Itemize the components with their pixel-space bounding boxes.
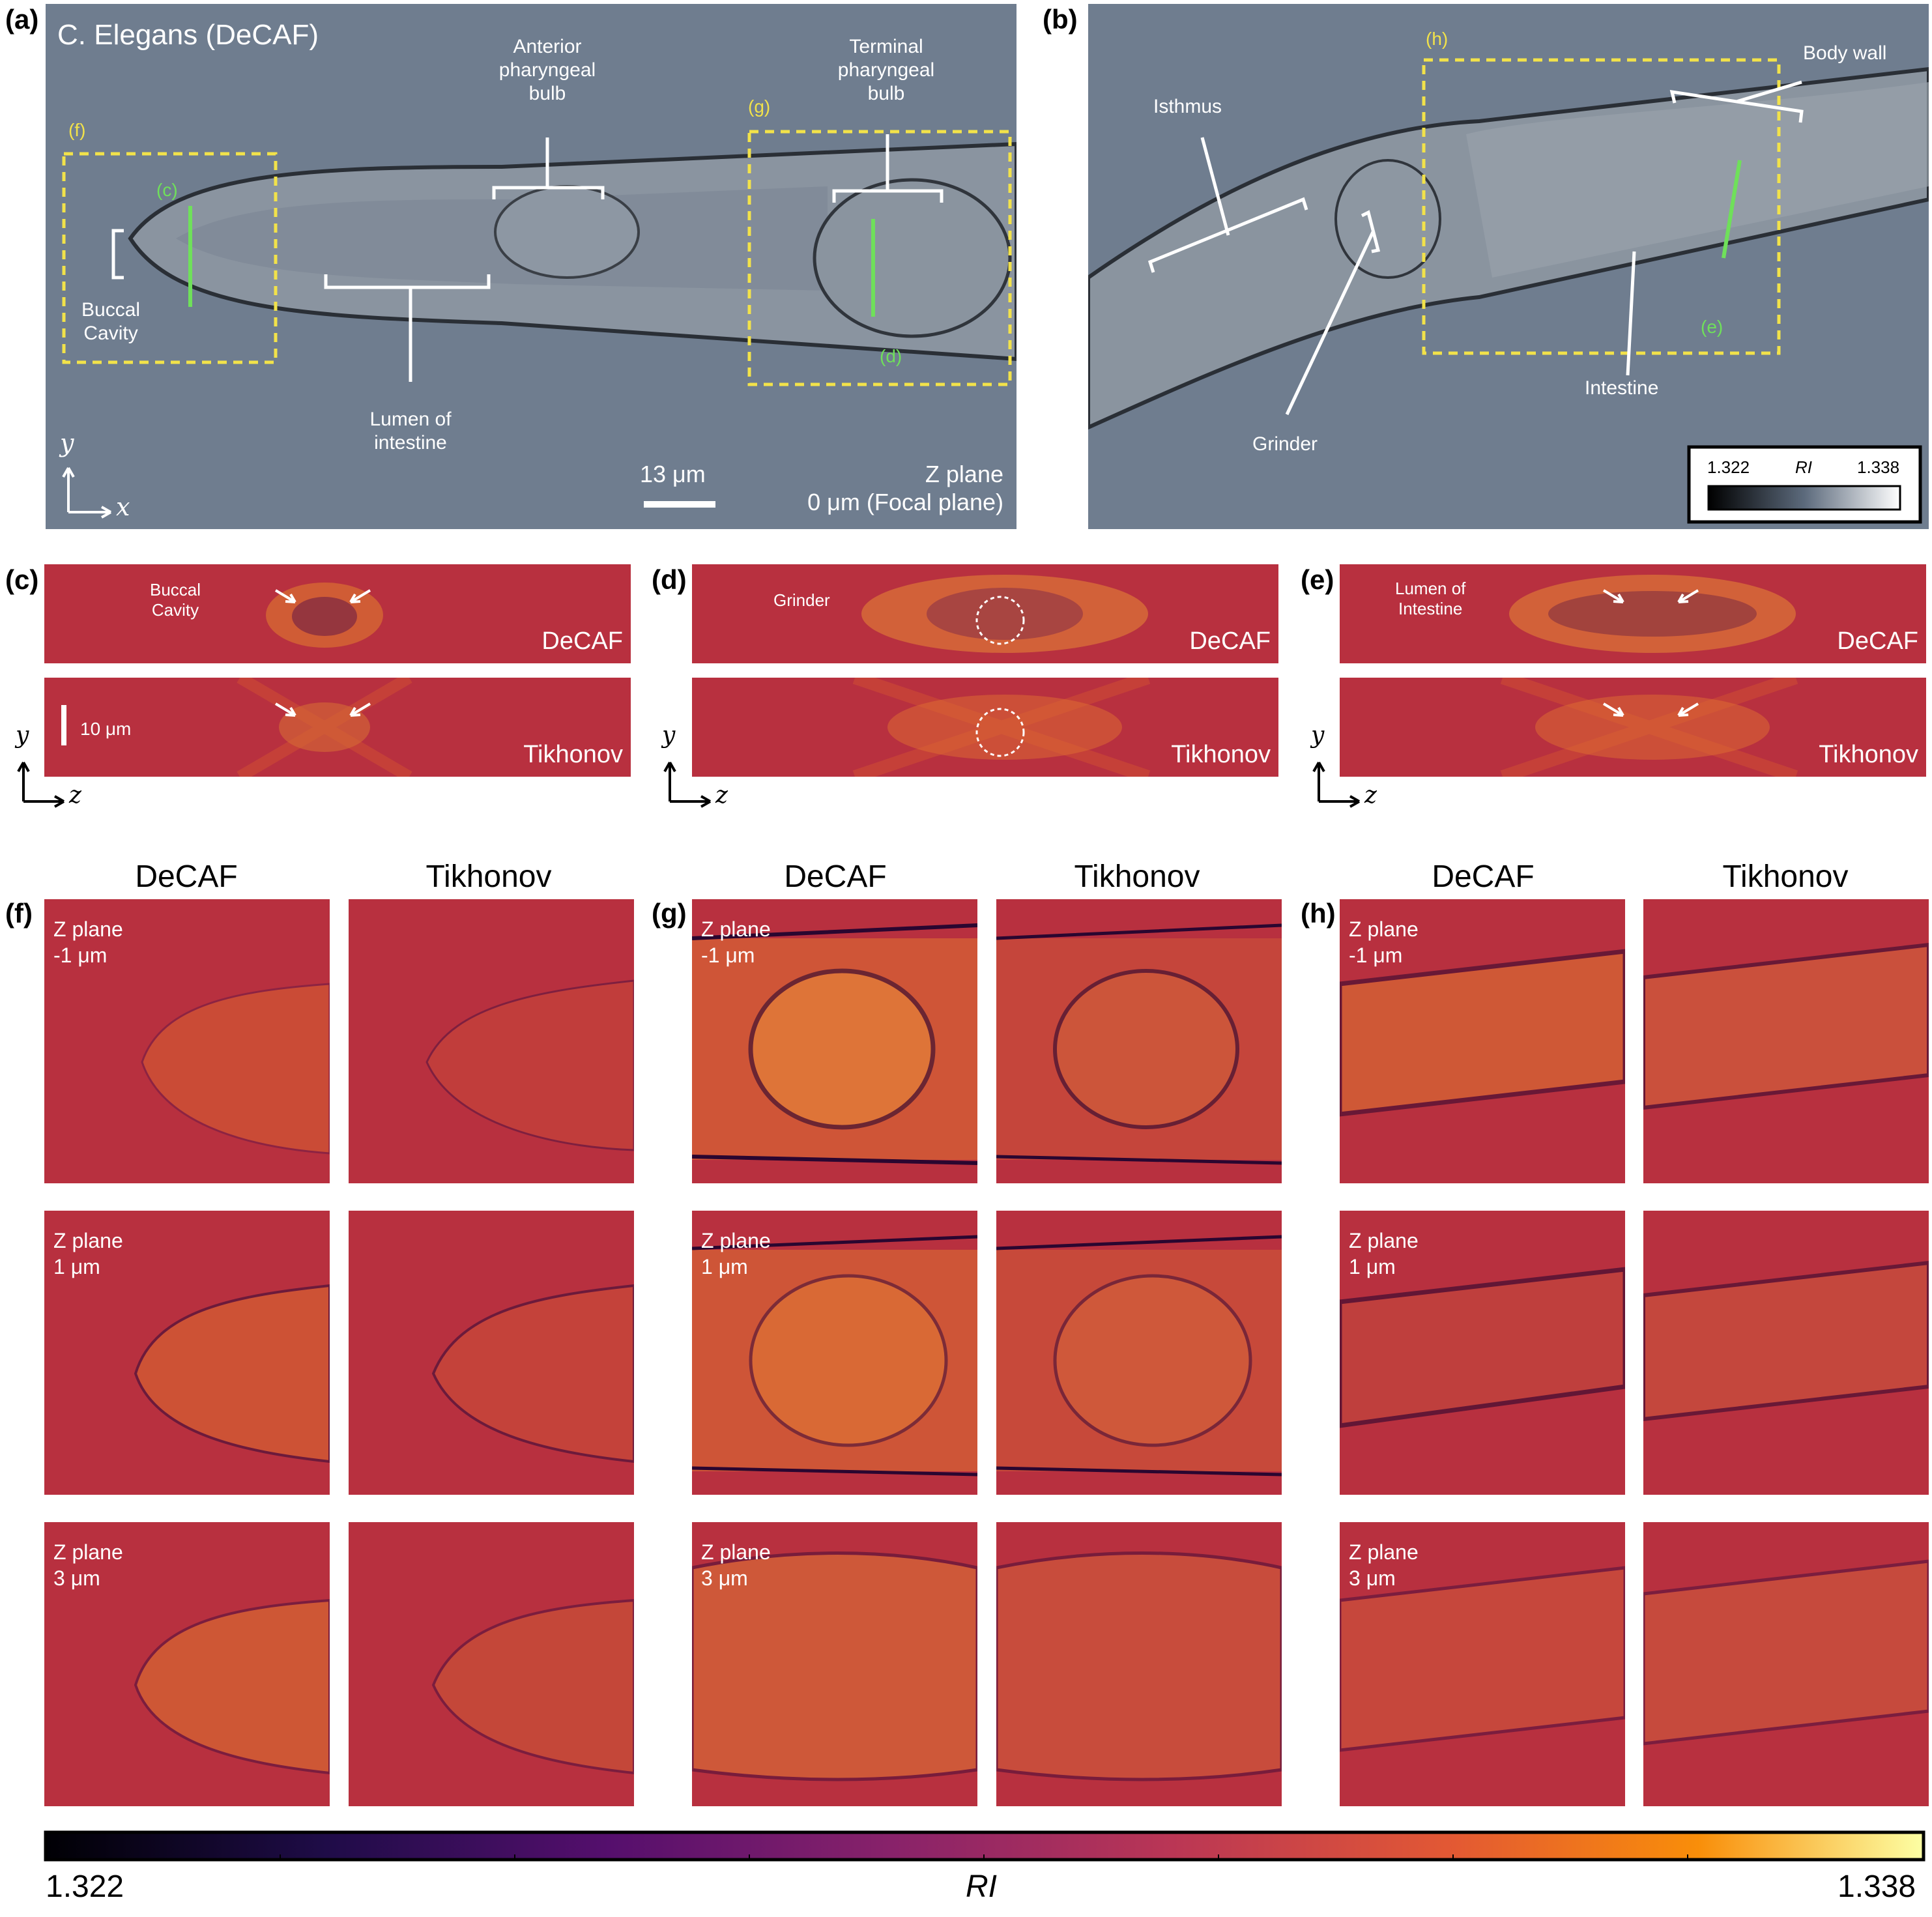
line-label-d: (d) bbox=[880, 346, 902, 366]
panel-h-decaf-z1: Z plane -1 μm bbox=[1340, 899, 1625, 1183]
label-grinder: Grinder bbox=[1252, 433, 1318, 455]
panel-e-axis-z: z bbox=[1364, 782, 1377, 809]
panel-f-decaf-z2: Z plane 1 μm bbox=[44, 1211, 330, 1495]
panel-g-decaf-z1: Z plane -1 μm bbox=[692, 899, 977, 1183]
panel-g-col2-title: Tikhonov bbox=[1074, 859, 1200, 894]
colorbar-max-label: 1.338 bbox=[1838, 1869, 1916, 1904]
panel-c-bottom-method: Tikhonov bbox=[523, 741, 623, 768]
panel-f-col2-title: Tikhonov bbox=[425, 859, 552, 894]
panel-a-scalebar-label: 13 μm bbox=[640, 461, 706, 487]
panel-d-axis-z: z bbox=[715, 782, 728, 809]
panel-h-zplane-3: Z plane 3 μm bbox=[1349, 1540, 1419, 1590]
panel-g-label: (g) bbox=[652, 898, 687, 929]
label-body-wall: Body wall bbox=[1803, 42, 1887, 64]
panel-b-colorbar-label: RI bbox=[1795, 457, 1812, 477]
label-buccal-cavity: Buccal Cavity bbox=[81, 299, 141, 344]
panel-a-image: C. Elegans (DeCAF) (f) (g) (c) (d) Bucca… bbox=[46, 4, 1016, 529]
panel-h-tikhonov-z3 bbox=[1643, 1522, 1929, 1806]
panel-g-decaf-z3: Z plane 3 μm bbox=[692, 1522, 977, 1806]
colorbar-ri-label: RI bbox=[966, 1869, 997, 1904]
box-label-h: (h) bbox=[1426, 29, 1449, 49]
panel-h-zplane-2: Z plane 1 μm bbox=[1349, 1229, 1419, 1278]
panel-d-tikhonov: Tikhonov bbox=[692, 678, 1278, 777]
panel-d-axis-y: y bbox=[662, 722, 676, 749]
panel-c-tikhonov: 10 μm Tikhonov bbox=[44, 678, 631, 777]
bottom-colorbar bbox=[44, 1830, 1925, 1862]
panel-d-annotation: Grinder bbox=[773, 590, 830, 610]
panel-g-zplane-3: Z plane 3 μm bbox=[701, 1540, 771, 1590]
panel-g-zplane-1: Z plane -1 μm bbox=[701, 917, 771, 967]
panel-h-label: (h) bbox=[1301, 898, 1336, 929]
line-label-c: (c) bbox=[156, 180, 178, 200]
panel-f-label: (f) bbox=[5, 898, 33, 929]
panel-g-tikhonov-z1 bbox=[996, 899, 1282, 1183]
panel-h-decaf-z3: Z plane 3 μm bbox=[1340, 1522, 1625, 1806]
panel-f-decaf-z3: Z plane 3 μm bbox=[44, 1522, 330, 1806]
panel-e-axis-y: y bbox=[1311, 722, 1325, 749]
panel-f-zplane-1: Z plane -1 μm bbox=[53, 917, 123, 967]
panel-d-decaf: Grinder DeCAF bbox=[692, 564, 1278, 663]
panel-c-axis-y: y bbox=[16, 722, 29, 749]
panel-e-top-method: DeCAF bbox=[1837, 627, 1918, 655]
panel-f-zplane-3: Z plane 3 μm bbox=[53, 1540, 123, 1590]
panel-b-label: (b) bbox=[1043, 4, 1078, 35]
panel-e-tikhonov: Tikhonov bbox=[1340, 678, 1926, 777]
panel-e-label: (e) bbox=[1301, 564, 1334, 595]
panel-g-tikhonov-z3 bbox=[996, 1522, 1282, 1806]
panel-d-label: (d) bbox=[652, 564, 687, 595]
panel-g-zplane-2: Z plane 1 μm bbox=[701, 1229, 771, 1278]
panel-h-zplane-1: Z plane -1 μm bbox=[1349, 917, 1419, 967]
panel-h-col1-title: DeCAF bbox=[1432, 859, 1535, 894]
panel-h-tikhonov-z1 bbox=[1643, 899, 1929, 1183]
panel-g-col1-title: DeCAF bbox=[784, 859, 887, 894]
panel-c-scalebar-label: 10 μm bbox=[80, 719, 132, 739]
label-anterior-bulb: Anterior pharyngeal bulb bbox=[498, 36, 596, 104]
panel-f-zplane-2: Z plane 1 μm bbox=[53, 1229, 123, 1278]
panel-f-decaf-z1: Z plane -1 μm bbox=[44, 899, 330, 1183]
panel-a-label: (a) bbox=[5, 4, 39, 35]
panel-e-decaf: Lumen of Intestine DeCAF bbox=[1340, 564, 1926, 663]
panel-c-label: (c) bbox=[5, 564, 39, 595]
panel-f-col1-title: DeCAF bbox=[135, 859, 238, 894]
panel-b-image: (h) (e) Isthmus Body wall Grinder Intest… bbox=[1088, 4, 1929, 529]
panel-a-title: C. Elegans (DeCAF) bbox=[57, 19, 319, 51]
line-label-e: (e) bbox=[1701, 317, 1723, 337]
panel-c-decaf: Buccal Cavity DeCAF bbox=[44, 564, 631, 663]
panel-d-top-method: DeCAF bbox=[1189, 627, 1271, 655]
axis-y-label: y bbox=[60, 429, 74, 457]
box-label-g: (g) bbox=[748, 96, 771, 117]
label-lumen: Lumen of intestine bbox=[369, 409, 452, 454]
panel-d-bottom-method: Tikhonov bbox=[1171, 741, 1271, 768]
panel-h-tikhonov-z2 bbox=[1643, 1211, 1929, 1495]
panel-b-colorbar-max: 1.338 bbox=[1857, 457, 1900, 477]
label-isthmus: Isthmus bbox=[1153, 96, 1222, 117]
panel-c-axis-z: z bbox=[69, 782, 81, 809]
box-label-f: (f) bbox=[68, 120, 86, 140]
panel-f-tikhonov-z1 bbox=[349, 899, 634, 1183]
label-terminal-bulb: Terminal pharyngeal bulb bbox=[837, 36, 935, 104]
axis-x-label: x bbox=[116, 493, 130, 521]
panel-e-annotation: Lumen of Intestine bbox=[1395, 579, 1466, 619]
panel-g-decaf-z2: Z plane 1 μm bbox=[692, 1211, 977, 1495]
panel-f-tikhonov-z2 bbox=[349, 1211, 634, 1495]
panel-h-decaf-z2: Z plane 1 μm bbox=[1340, 1211, 1625, 1495]
label-intestine: Intestine bbox=[1585, 377, 1659, 399]
panel-g-tikhonov-z2 bbox=[996, 1211, 1282, 1495]
panel-e-bottom-method: Tikhonov bbox=[1819, 741, 1918, 768]
panel-b-colorbar-min: 1.322 bbox=[1707, 457, 1750, 477]
panel-c-top-method: DeCAF bbox=[541, 627, 623, 655]
panel-h-col2-title: Tikhonov bbox=[1722, 859, 1849, 894]
colorbar-min-label: 1.322 bbox=[46, 1869, 124, 1904]
panel-f-tikhonov-z3 bbox=[349, 1522, 634, 1806]
panel-c-annotation: Buccal Cavity bbox=[150, 580, 201, 620]
panel-a-zplane: Z plane 0 μm (Focal plane) bbox=[807, 461, 1003, 516]
